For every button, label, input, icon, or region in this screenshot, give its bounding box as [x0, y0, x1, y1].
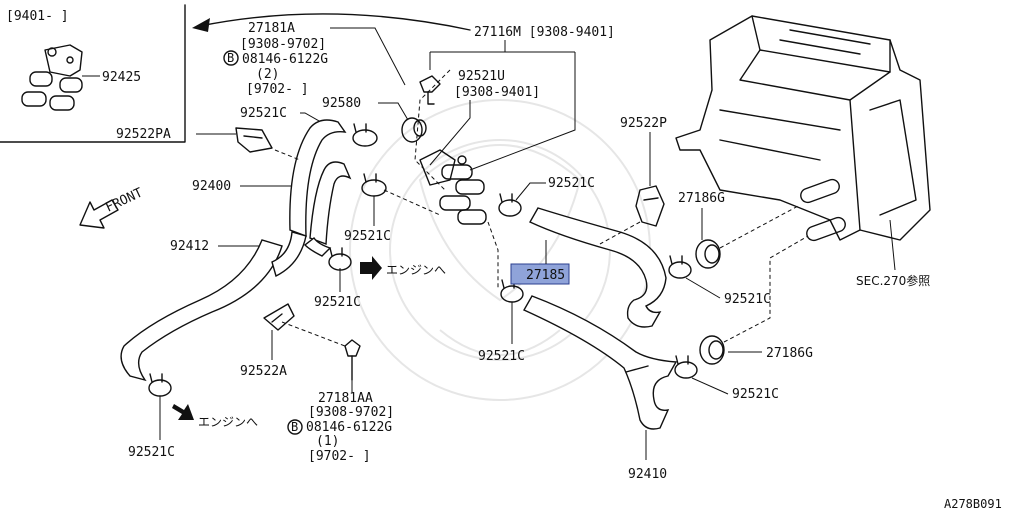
label-92521C-e: 92521C [548, 176, 595, 191]
inset-valve-assembly [21, 44, 83, 111]
label-27181A-qty: (2) [256, 67, 279, 82]
grommet-92580-icon [401, 117, 427, 143]
label-92521C-g2: 92521C [732, 387, 779, 402]
label-92400: 92400 [192, 179, 231, 194]
bolt-27181AA-icon [344, 339, 361, 381]
leader-sec270 [889, 219, 896, 271]
hose-92400 [289, 119, 352, 245]
bolt-b-mark-2-icon [287, 419, 303, 435]
label-92521C-c: 92521C [314, 295, 361, 310]
clamp-92521C-a-icon [352, 123, 378, 147]
hose-92412 [120, 231, 332, 382]
label-sec270: SEC.270参照 [856, 273, 930, 288]
grommet-27186G-b-icon [699, 335, 725, 365]
label-92521C-g: 92521C [724, 292, 771, 307]
label-27181AA: 27181AA [318, 391, 373, 406]
label-27181A: 27181A [248, 21, 295, 36]
inset-pointer-arrow [199, 13, 471, 31]
label-92521U: 92521U [458, 69, 505, 84]
bracket-92522P-icon [635, 185, 665, 227]
label-27181A-bolt: 08146-6122G [242, 52, 328, 67]
leader-dash-27186G-b [723, 235, 809, 343]
label-27186G-a: 27186G [678, 191, 725, 206]
hose-92410 [523, 295, 678, 430]
label-92412: 92412 [170, 239, 209, 254]
engine-arrow-1-icon [360, 256, 382, 280]
leader-92521U [429, 100, 471, 166]
label-92521C-b: 92521C [344, 229, 391, 244]
inset-panel: [9401- ] 92425 [0, 4, 186, 143]
clamp-92521C-d-icon [328, 247, 352, 271]
front-label: FRONT [103, 185, 145, 215]
label-27116M: 27116M [9308-9401] [474, 25, 615, 40]
label-27181AA-qty: (1) [316, 434, 339, 449]
leader-92580 [378, 102, 409, 121]
leader-92521C-e [515, 182, 546, 201]
label-27181A-range2: [9702- ] [246, 82, 309, 97]
bolt-b-mark-text: B [227, 51, 234, 65]
diagram-ref-code: A278B091 [944, 497, 1002, 511]
heater-unit [675, 15, 931, 242]
label-92425: 92425 [102, 70, 141, 85]
label-27181AA-range1: [9308-9702] [308, 405, 394, 420]
bolt-b-mark-2-text: B [291, 420, 298, 434]
clamp-92521C-e-icon [498, 193, 522, 217]
label-27181A-range1: [9308-9702] [240, 37, 326, 52]
bolt-27181A-icon [419, 75, 441, 105]
leader-dash-27186G-a [719, 204, 801, 249]
label-27185[interactable]: 27185 [526, 268, 565, 283]
clamp-92521C-g2-icon [674, 355, 698, 379]
engine-arrow-2-icon [172, 404, 194, 420]
label-27181AA-range2: [9702- ] [308, 449, 371, 464]
inset-pointer-arrowhead [192, 18, 210, 32]
hose-27185 [529, 207, 667, 328]
leader-dash-92522A [281, 321, 346, 347]
inset-range-label: [9401- ] [6, 9, 69, 24]
label-27186G-b: 27186G [766, 346, 813, 361]
engine-direction-label-1: エンジンへ [386, 263, 446, 277]
engine-direction-label-2: エンジンへ [198, 415, 258, 429]
label-92580: 92580 [322, 96, 361, 111]
label-92521U-range: [9308-9401] [454, 85, 540, 100]
label-92522PA: 92522PA [116, 127, 171, 142]
label-92522A: 92522A [240, 364, 287, 379]
leader-dash-92522P [599, 221, 641, 245]
label-27181AA-bolt: 08146-6122G [306, 420, 392, 435]
label-92521C-h: 92521C [128, 445, 175, 460]
bracket-92522PA-icon [235, 127, 273, 153]
leader-27116M [429, 40, 576, 171]
clamp-92521C-g1-icon [668, 255, 692, 279]
label-92521C-a: 92521C [240, 106, 287, 121]
label-92410: 92410 [628, 467, 667, 482]
leader-92521C-g1 [685, 277, 721, 299]
leader-27181A [330, 27, 406, 86]
bracket-92522A-icon [263, 303, 295, 331]
clamp-92521C-h-icon [148, 373, 172, 397]
bolt-b-mark-icon [223, 50, 239, 66]
front-direction-indicator: FRONT [79, 185, 145, 229]
grommet-27186G-a-icon [695, 239, 721, 269]
leader-dash-center [487, 221, 499, 290]
label-92522P: 92522P [620, 116, 667, 131]
leader-92521C-g2 [691, 377, 729, 395]
water-valve-assembly [414, 69, 487, 225]
highlight-27185[interactable] [510, 263, 570, 285]
label-92521C-f: 92521C [478, 349, 525, 364]
